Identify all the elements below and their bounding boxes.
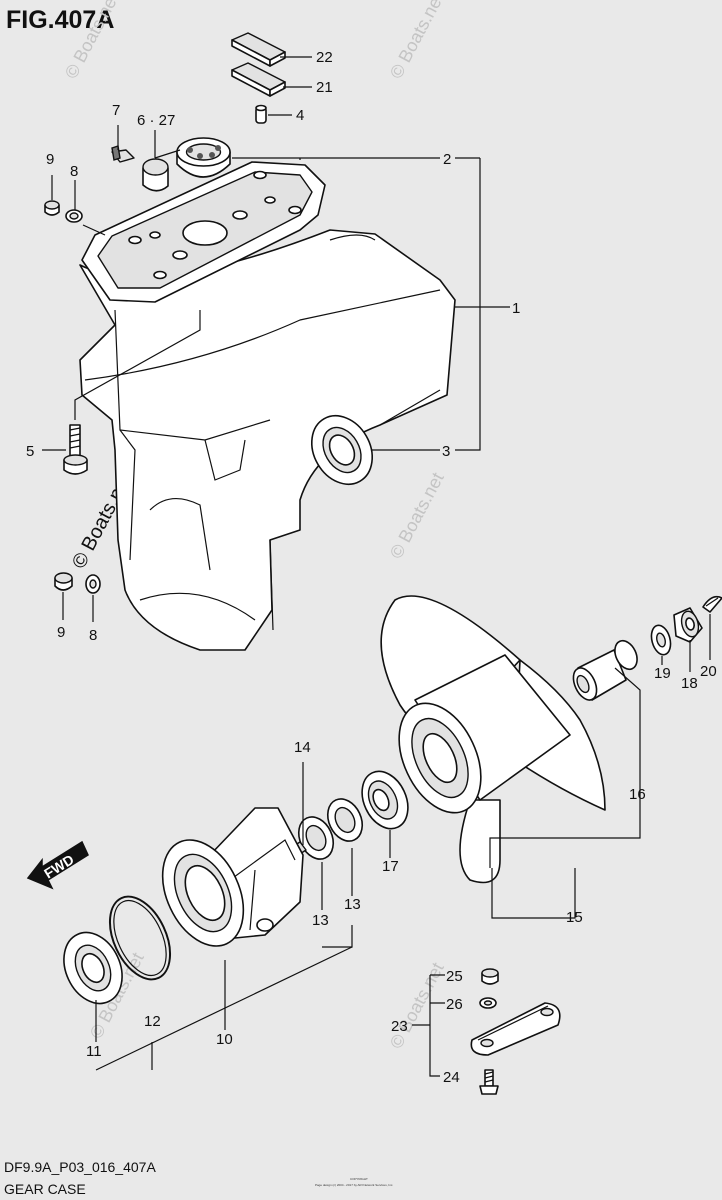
callout-21: 21 bbox=[316, 79, 333, 96]
bushing-part-6-27 bbox=[142, 158, 169, 192]
gear-case-body-part-1 bbox=[79, 161, 456, 651]
callout-6-27: 6 · 27 bbox=[137, 112, 175, 129]
callout-16: 16 bbox=[629, 786, 646, 803]
callout-5: 5 bbox=[26, 443, 34, 460]
bolt-part-5 bbox=[63, 424, 88, 475]
washer-part-8-lower bbox=[85, 574, 101, 594]
callout-13: 13 bbox=[312, 912, 329, 929]
screw-part-24 bbox=[479, 1069, 499, 1095]
callout-17: 17 bbox=[382, 858, 399, 875]
spacer-part-16 bbox=[572, 639, 638, 701]
anode-part-23 bbox=[470, 1002, 561, 1056]
seal-part-11 bbox=[63, 931, 123, 1005]
callout-25: 25 bbox=[446, 968, 463, 985]
callout-8: 8 bbox=[89, 627, 97, 644]
callout-labels: 22 21 4 7 6 · 27 2 9 8 1 5 3 9 8 20 19 1… bbox=[26, 49, 717, 1086]
callout-1: 1 bbox=[512, 300, 520, 317]
washer-part-26 bbox=[479, 997, 497, 1009]
callout-13: 13 bbox=[344, 896, 361, 913]
shim-part-22 bbox=[231, 32, 286, 67]
propeller-part-15 bbox=[380, 595, 606, 884]
fine-print-copyright: COPYRIGHT bbox=[350, 1177, 368, 1181]
callout-26: 26 bbox=[446, 996, 463, 1013]
callout-4: 4 bbox=[296, 107, 304, 124]
bearing-part-3 bbox=[311, 415, 373, 485]
dowel-pin-part-4 bbox=[255, 104, 267, 124]
washer-part-8-upper bbox=[65, 209, 83, 223]
figure-caption: GEAR CASE bbox=[4, 1181, 86, 1197]
callout-12: 12 bbox=[144, 1013, 161, 1030]
figure-code: DF9.9A_P03_016_407A bbox=[4, 1159, 156, 1175]
bolt-part-7 bbox=[111, 145, 135, 163]
figure-title: FIG.407A bbox=[6, 6, 114, 34]
nut-part-18 bbox=[673, 607, 703, 643]
bolt-part-9-lower bbox=[54, 572, 73, 591]
callout-9: 9 bbox=[46, 151, 54, 168]
bearing-part-13-b bbox=[326, 798, 364, 842]
cotter-pin-part-20 bbox=[702, 595, 722, 613]
fine-print-page-design: Page design (c) 2004 - 2017 by ARI Netwo… bbox=[315, 1183, 393, 1187]
leader-lines bbox=[42, 56, 711, 1077]
callout-19: 19 bbox=[654, 665, 671, 682]
seal-part-17 bbox=[361, 770, 409, 830]
callout-11: 11 bbox=[86, 1043, 102, 1060]
callout-23: 23 bbox=[391, 1018, 408, 1035]
callout-10: 10 bbox=[216, 1031, 233, 1048]
callout-24: 24 bbox=[443, 1069, 460, 1086]
washer-part-19 bbox=[650, 624, 672, 656]
nut-part-25 bbox=[481, 968, 499, 985]
upper-bearing bbox=[176, 137, 231, 178]
watermark-text: © Boats.net bbox=[386, 0, 448, 82]
callout-2: 2 bbox=[443, 151, 451, 168]
callout-9: 9 bbox=[57, 624, 65, 641]
callout-18: 18 bbox=[681, 675, 698, 692]
callout-7: 7 bbox=[112, 102, 120, 119]
callout-3: 3 bbox=[442, 443, 450, 460]
callout-15: 15 bbox=[566, 909, 583, 926]
callout-20: 20 bbox=[700, 663, 717, 680]
bolt-part-9-upper bbox=[44, 200, 60, 216]
watermark-text: © Boats.net bbox=[386, 959, 448, 1052]
o-ring-part-12 bbox=[108, 895, 172, 981]
shim-part-21 bbox=[231, 62, 286, 97]
bearing-housing-part-10 bbox=[161, 807, 304, 947]
callout-8: 8 bbox=[70, 163, 78, 180]
fwd-direction-arrow: FWD bbox=[26, 840, 89, 890]
callout-22: 22 bbox=[316, 49, 333, 66]
watermark-text: © Boats.net bbox=[386, 469, 448, 562]
callout-14: 14 bbox=[294, 739, 311, 756]
